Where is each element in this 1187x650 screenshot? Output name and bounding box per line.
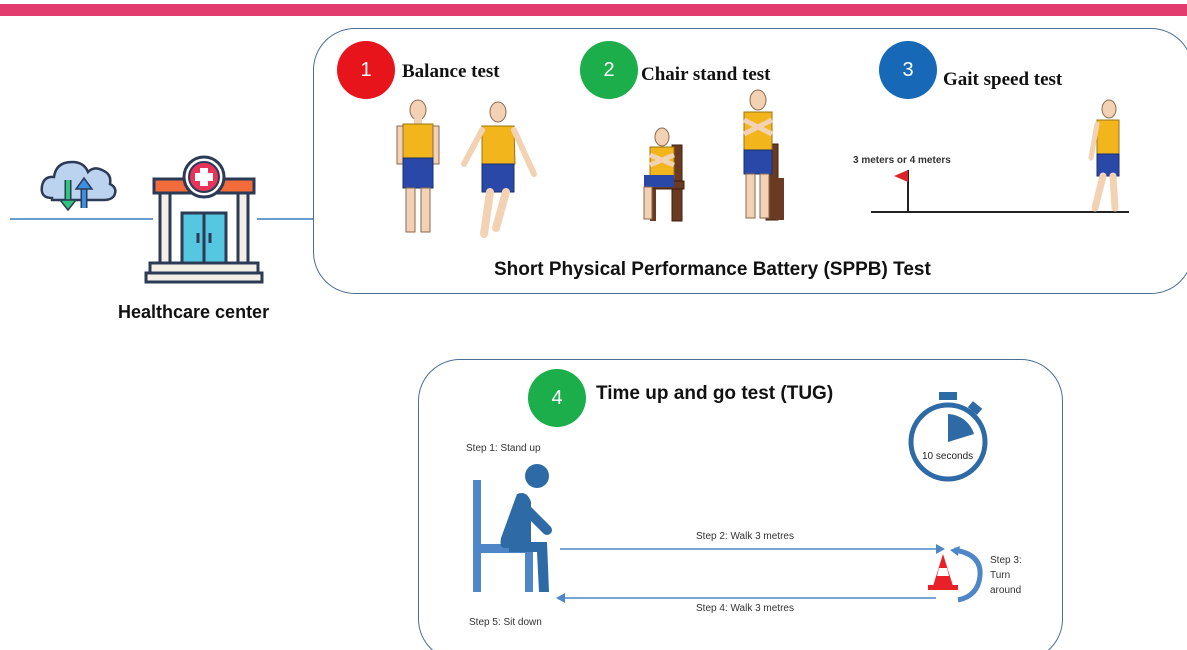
chair-seated-figure — [643, 127, 685, 222]
connector-line-left — [10, 218, 153, 220]
balance-test-title: Balance test — [402, 61, 500, 82]
sppb-caption: Short Physical Performance Battery (SPPB… — [494, 259, 931, 280]
gait-walking-figure — [1088, 99, 1120, 212]
step3-line1: Step 3: — [990, 555, 1022, 566]
timer-label: 10 seconds — [922, 451, 974, 462]
step3-line3: around — [990, 585, 1022, 596]
accent-bar — [0, 4, 1187, 16]
start-flag-icon — [894, 170, 909, 212]
healthcare-center-label: Healthcare center — [118, 302, 270, 322]
balance-standing-figure — [396, 99, 440, 233]
gait-speed-test-title: Gait speed test — [943, 69, 1063, 90]
balance-tandem-figure — [461, 101, 537, 238]
step1-label: Step 1: Stand up — [466, 443, 541, 454]
walk-forward-arrow — [560, 544, 945, 554]
step3-line2: Turn — [990, 570, 1011, 581]
walk-back-arrow — [556, 593, 936, 603]
cloud-sync-icon — [40, 160, 117, 212]
chair-stand-test-title: Chair stand test — [641, 64, 771, 85]
step5-label: Step 5: Sit down — [469, 617, 542, 628]
step2-label: Step 2: Walk 3 metres — [696, 531, 794, 542]
step-badge-1: 1 — [337, 41, 395, 99]
connector-line-right — [257, 218, 315, 220]
turn-around-arrow-icon — [950, 546, 983, 603]
step-badge-4: 4 — [528, 369, 586, 427]
gait-distance-label: 3 meters or 4 meters — [853, 155, 951, 166]
hospital-building-icon — [144, 155, 264, 284]
seated-person-icon — [473, 464, 552, 592]
step-badge-3: 3 — [879, 41, 937, 99]
walkway-line — [871, 211, 1129, 213]
stopwatch-icon — [908, 392, 988, 482]
tug-title: Time up and go test (TUG) — [596, 383, 834, 404]
step4-label: Step 4: Walk 3 metres — [696, 603, 794, 614]
traffic-cone-icon — [928, 554, 958, 590]
step-badge-2: 2 — [580, 41, 638, 99]
chair-standing-figure — [742, 89, 784, 221]
